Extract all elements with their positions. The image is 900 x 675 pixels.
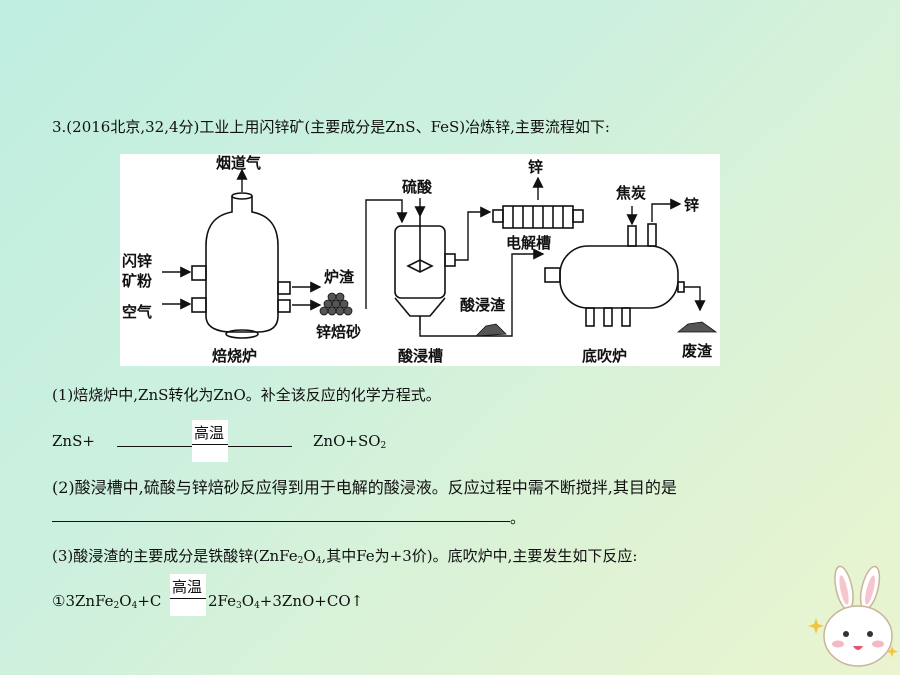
question-stem: 3.(2016北京,32,4分)工业上用闪锌矿(主要成分是ZnS、FeS)冶炼锌…	[52, 118, 610, 136]
part1-lhs: ZnS+	[52, 432, 95, 450]
process-flow-diagram: 烟道气 闪锌 矿粉 空气 炉渣 锌焙砂 焙烧炉 硫酸 酸浸槽 锌 电解槽 酸浸渣…	[120, 154, 720, 366]
waste-slag-pile	[676, 321, 718, 333]
leach-residue-pile	[474, 323, 507, 337]
zinc-calcine-pile	[319, 292, 353, 316]
condition-box-1: 高温	[192, 420, 228, 462]
reaction1-rhs: 2Fe3O4+3ZnO+CO↑	[208, 592, 364, 611]
label-flue-gas: 烟道气	[216, 154, 261, 172]
part2-end: 。	[510, 509, 526, 527]
zinc-out-right-arrow	[651, 198, 682, 222]
process-flow-svg: 烟道气 闪锌 矿粉 空气 炉渣 锌焙砂 焙烧炉 硫酸 酸浸槽 锌 电解槽 酸浸渣…	[122, 154, 718, 365]
label-air: 空气	[122, 303, 152, 321]
condition-high-temp-2: 高温	[172, 578, 203, 596]
leachate-to-electrolysis-arrow	[455, 206, 492, 261]
calcine-to-tank-arrow	[365, 199, 408, 309]
leach-tank	[394, 214, 456, 330]
label-waste-slag: 废渣	[682, 342, 713, 360]
label-zinc-calcine: 锌焙砂	[316, 323, 361, 341]
part1-text: (1)焙烧炉中,ZnS转化为ZnO。补全该反应的化学方程式。	[52, 386, 441, 404]
roaster-furnace	[191, 192, 291, 339]
label-sphalerite-1: 闪锌	[122, 252, 152, 270]
reaction1-lhs: ①3ZnFe2O4+C	[52, 592, 162, 611]
electrolysis-tank	[492, 205, 584, 229]
part3-text: (3)酸浸渣的主要成分是铁酸锌(ZnFe2O4,其中Fe为+3价)。底吹炉中,主…	[52, 547, 638, 566]
condition-high-temp-1: 高温	[194, 424, 225, 442]
label-zinc-right: 锌	[684, 196, 699, 214]
label-sphalerite-2: 矿粉	[122, 272, 152, 290]
residue-to-furnace-arrow	[419, 248, 545, 337]
label-zinc-top: 锌	[528, 158, 543, 176]
label-coke: 焦炭	[615, 184, 646, 202]
label-slag: 炉渣	[324, 268, 355, 286]
part1-rhs: ZnO+SO2	[313, 432, 387, 451]
rabbit-mascot-icon	[808, 565, 898, 667]
bottom-blowing-furnace	[544, 223, 685, 327]
label-sulfuric-acid: 硫酸	[402, 178, 433, 196]
label-electrolysis-tank: 电解槽	[506, 234, 551, 252]
answer-blank-2[interactable]	[52, 521, 510, 522]
label-bottom-blowing-furnace: 底吹炉	[582, 347, 627, 365]
waste-slag-arrow	[684, 286, 706, 312]
label-leach-tank: 酸浸槽	[398, 347, 443, 365]
condition-box-2: 高温	[170, 574, 206, 616]
label-roaster: 焙烧炉	[212, 347, 257, 365]
part2-text: (2)酸浸槽中,硫酸与锌焙砂反应得到用于电解的酸浸液。反应过程中需不断搅拌,其目…	[52, 478, 677, 497]
label-leach-residue: 酸浸渣	[460, 296, 506, 314]
